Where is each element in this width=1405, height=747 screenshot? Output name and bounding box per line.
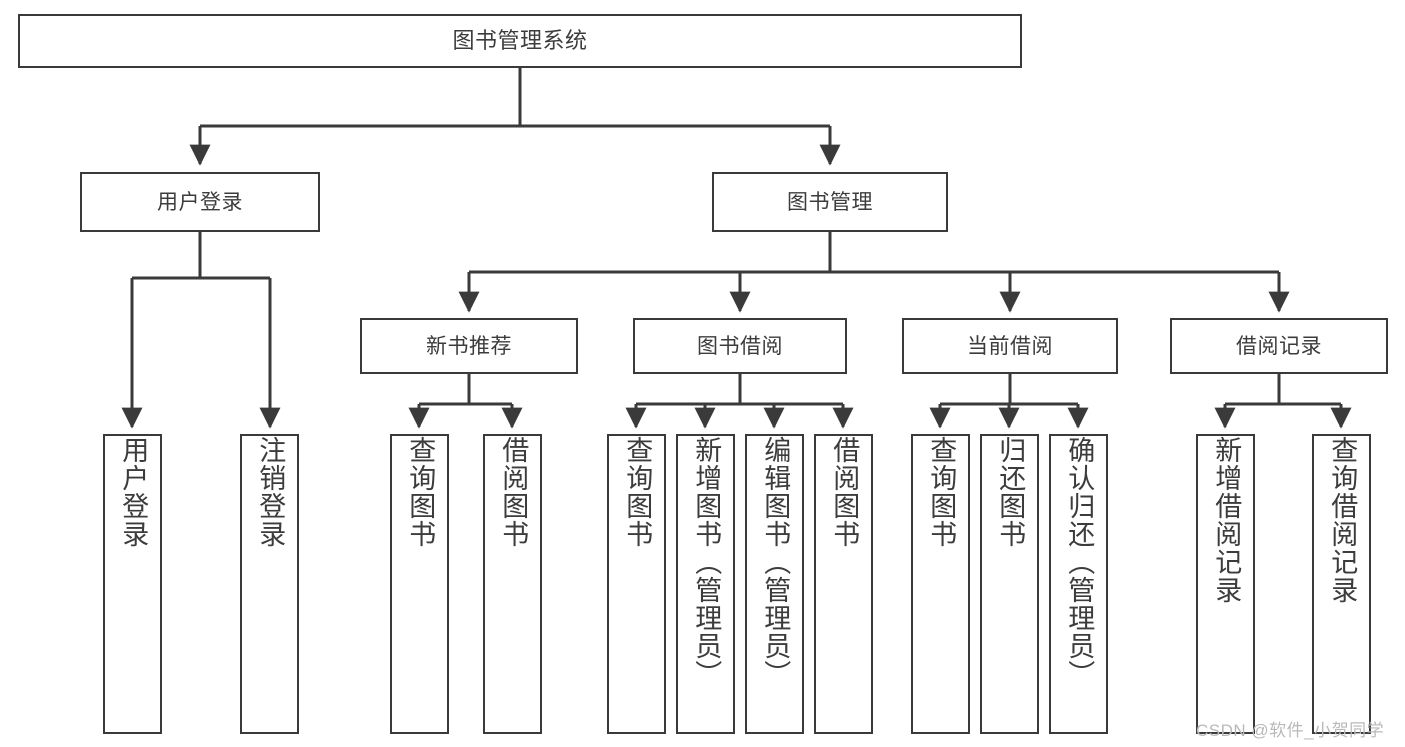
- node-book-borrow[interactable]: 图书借阅: [633, 318, 847, 374]
- node-root[interactable]: 图书管理系统: [18, 14, 1022, 68]
- node-leaf-confirm-return[interactable]: 确认归还（管理员）: [1049, 434, 1108, 734]
- node-leaf-borrow-book-1-label: 借阅图书: [498, 436, 529, 548]
- node-leaf-add-borrow-record-label: 新增借阅记录: [1211, 436, 1242, 604]
- node-leaf-query-book-2[interactable]: 查询图书: [607, 434, 666, 734]
- node-leaf-confirm-return-label: 确认归还（管理员）: [1064, 436, 1095, 688]
- node-current-borrow[interactable]: 当前借阅: [902, 318, 1118, 374]
- node-leaf-query-book-2-label: 查询图书: [622, 436, 653, 548]
- node-leaf-add-borrow-record[interactable]: 新增借阅记录: [1196, 434, 1255, 734]
- csdn-watermark: CSDN @软件_小贺同学: [1196, 721, 1385, 740]
- node-book-borrow-label: 图书借阅: [697, 334, 783, 358]
- node-leaf-edit-book[interactable]: 编辑图书（管理员）: [745, 434, 804, 734]
- node-current-borrow-label: 当前借阅: [967, 334, 1053, 358]
- node-leaf-add-book-label: 新增图书（管理员）: [691, 436, 722, 688]
- node-root-label: 图书管理系统: [452, 28, 588, 53]
- node-leaf-user-login-label: 用户登录: [118, 436, 149, 548]
- node-book-manage[interactable]: 图书管理: [712, 172, 948, 232]
- node-leaf-query-book-1[interactable]: 查询图书: [390, 434, 449, 734]
- node-book-manage-label: 图书管理: [787, 190, 873, 214]
- node-user-login-label: 用户登录: [157, 190, 243, 214]
- node-leaf-logout-login-label: 注销登录: [255, 436, 286, 548]
- node-leaf-borrow-book-1[interactable]: 借阅图书: [483, 434, 542, 734]
- node-leaf-query-borrow-record-label: 查询借阅记录: [1327, 436, 1358, 604]
- node-leaf-return-book-label: 归还图书: [995, 436, 1026, 548]
- node-leaf-query-book-1-label: 查询图书: [405, 436, 436, 548]
- node-leaf-return-book[interactable]: 归还图书: [980, 434, 1039, 734]
- node-borrow-record[interactable]: 借阅记录: [1170, 318, 1388, 374]
- node-leaf-logout-login[interactable]: 注销登录: [240, 434, 299, 734]
- node-leaf-add-book[interactable]: 新增图书（管理员）: [676, 434, 735, 734]
- node-leaf-query-borrow-record[interactable]: 查询借阅记录: [1312, 434, 1371, 734]
- node-leaf-query-book-3[interactable]: 查询图书: [911, 434, 970, 734]
- node-new-book-recommend[interactable]: 新书推荐: [360, 318, 578, 374]
- node-user-login[interactable]: 用户登录: [80, 172, 320, 232]
- node-borrow-record-label: 借阅记录: [1236, 334, 1322, 358]
- node-new-book-recommend-label: 新书推荐: [426, 334, 512, 358]
- node-leaf-borrow-book-2[interactable]: 借阅图书: [814, 434, 873, 734]
- node-leaf-borrow-book-2-label: 借阅图书: [829, 436, 860, 548]
- node-leaf-edit-book-label: 编辑图书（管理员）: [760, 436, 791, 688]
- node-leaf-user-login[interactable]: 用户登录: [103, 434, 162, 734]
- node-leaf-query-book-3-label: 查询图书: [926, 436, 957, 548]
